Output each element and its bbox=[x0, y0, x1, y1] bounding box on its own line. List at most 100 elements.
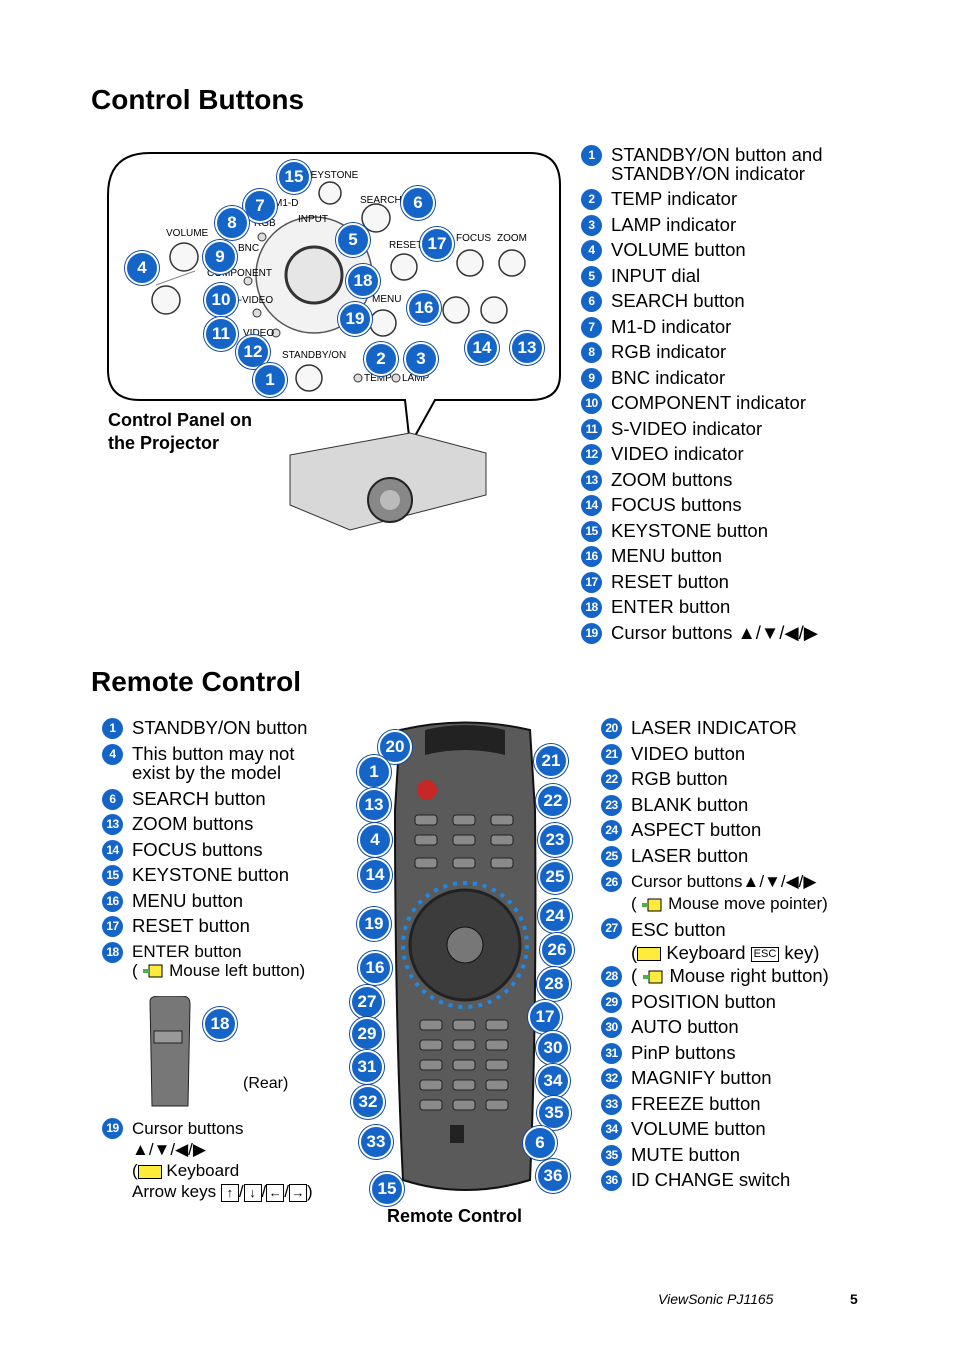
item-text: ENTER button bbox=[611, 596, 731, 617]
item-text: key) bbox=[784, 942, 820, 963]
number-badge: 1 bbox=[581, 145, 602, 166]
panel-callout: 1 bbox=[253, 363, 287, 397]
item-text: ( bbox=[631, 894, 637, 913]
item-text: ASPECT button bbox=[631, 819, 762, 840]
item-text: ( bbox=[631, 965, 638, 986]
number-badge: 26 bbox=[601, 871, 622, 892]
list-item: 1 STANDBY/ON button and STANDBY/ON indica… bbox=[581, 145, 941, 189]
remote-control-title: Remote Control bbox=[91, 666, 301, 697]
panel-callout: 9 bbox=[203, 240, 237, 274]
mouse-icon bbox=[642, 898, 662, 912]
item-text: Keyboard bbox=[166, 1161, 240, 1180]
number-badge: 17 bbox=[581, 571, 602, 593]
panel-callout: 7 bbox=[243, 189, 277, 223]
panel-callout: 8 bbox=[215, 206, 249, 240]
remote-callout: 18 bbox=[203, 1007, 237, 1041]
remote-callout: 27 bbox=[350, 985, 384, 1019]
number-badge: 33 bbox=[601, 1093, 622, 1115]
up-arrow-key-icon: ↑ bbox=[220, 1183, 239, 1202]
item-text: ESC button bbox=[631, 919, 726, 940]
item-text: S-VIDEO indicator bbox=[611, 417, 763, 439]
panel-callout: 10 bbox=[204, 283, 238, 317]
remote-rear-illustration bbox=[149, 996, 191, 1107]
item-text: POSITION button bbox=[631, 990, 776, 1012]
number-badge: 36 bbox=[601, 1170, 622, 1191]
list-item: 27 ESC button ( Keyboard ESC key) bbox=[601, 918, 861, 966]
panel-label-keystone: KEYSTONE bbox=[304, 170, 359, 181]
number-badge: 14 bbox=[581, 495, 602, 516]
remote-callout: 14 bbox=[358, 858, 392, 892]
item-text: FOCUS buttons bbox=[132, 838, 263, 860]
panel-label-menu: MENU bbox=[372, 294, 402, 305]
remote-callout: 36 bbox=[536, 1159, 570, 1193]
number-badge: 11 bbox=[581, 418, 602, 440]
item-text: FREEZE button bbox=[631, 1092, 761, 1114]
item-text: BNC indicator bbox=[611, 366, 726, 388]
number-badge: 34 bbox=[601, 1119, 622, 1140]
number-badge: 13 bbox=[581, 469, 602, 491]
list-item: 28 ( Mouse right button) bbox=[601, 966, 861, 992]
list-item: 3 LAMP indicator bbox=[581, 213, 941, 241]
item-text: LASER INDICATOR bbox=[631, 717, 797, 738]
number-badge: 25 bbox=[601, 845, 622, 867]
item-text: Keyboard bbox=[666, 942, 746, 963]
item-text: ZOOM buttons bbox=[611, 468, 733, 490]
keyboard-icon bbox=[137, 1164, 162, 1179]
item-text: AUTO button bbox=[631, 1016, 739, 1037]
panel-label-lamp: LAMP bbox=[402, 373, 430, 384]
remote-callout: 21 bbox=[534, 744, 568, 778]
panel-callout: 3 bbox=[404, 342, 438, 376]
list-item: 10 COMPONENT indicator bbox=[581, 393, 941, 419]
item-text: KEYSTONE button bbox=[132, 864, 289, 885]
item-text: ▲/▼/◀/▶ bbox=[132, 1140, 206, 1159]
number-badge: 30 bbox=[601, 1017, 622, 1038]
number-badge: 28 bbox=[601, 966, 622, 987]
panel-callout: 16 bbox=[407, 291, 441, 325]
item-text: LAMP indicator bbox=[611, 213, 737, 235]
number-badge: 12 bbox=[581, 444, 602, 465]
number-badge: 3 bbox=[581, 214, 602, 236]
list-item: 25 LASER button bbox=[601, 844, 861, 872]
item-text: STANDBY/ON button and STANDBY/ON indicat… bbox=[611, 144, 823, 184]
right-arrow-key-icon: → bbox=[289, 1183, 308, 1202]
remote-callout: 30 bbox=[536, 1031, 570, 1065]
number-badge: 9 bbox=[581, 367, 602, 389]
item-text: M1-D indicator bbox=[611, 315, 732, 337]
panel-label-svideo: S-VIDEO bbox=[232, 295, 274, 306]
item-text: LASER button bbox=[631, 844, 749, 866]
remote-callout: 33 bbox=[359, 1125, 393, 1159]
number-badge: 32 bbox=[601, 1068, 622, 1089]
number-badge: 31 bbox=[601, 1042, 622, 1064]
item-text: RGB button bbox=[631, 768, 728, 789]
number-badge: 1 bbox=[102, 718, 123, 739]
footer-page-number: 5 bbox=[850, 1291, 858, 1307]
remote-callout: 22 bbox=[536, 784, 570, 818]
remote-callout: 16 bbox=[358, 951, 392, 985]
item-text: This button may not exist by the model bbox=[132, 742, 295, 783]
item-text: BLANK button bbox=[631, 793, 749, 815]
number-badge: 27 bbox=[601, 918, 622, 939]
item-text: COMPONENT indicator bbox=[611, 392, 806, 413]
number-badge: 2 bbox=[581, 189, 602, 210]
item-text: MENU button bbox=[132, 889, 244, 911]
left-arrow-key-icon: ← bbox=[266, 1183, 285, 1202]
panel-label-m1d: M1-D bbox=[274, 198, 299, 209]
panel-callout: 5 bbox=[336, 223, 370, 257]
item-text: RESET button bbox=[132, 915, 250, 936]
remote-callout: 32 bbox=[351, 1085, 385, 1119]
number-badge: 10 bbox=[581, 393, 602, 414]
item-text: VIDEO indicator bbox=[611, 443, 744, 464]
